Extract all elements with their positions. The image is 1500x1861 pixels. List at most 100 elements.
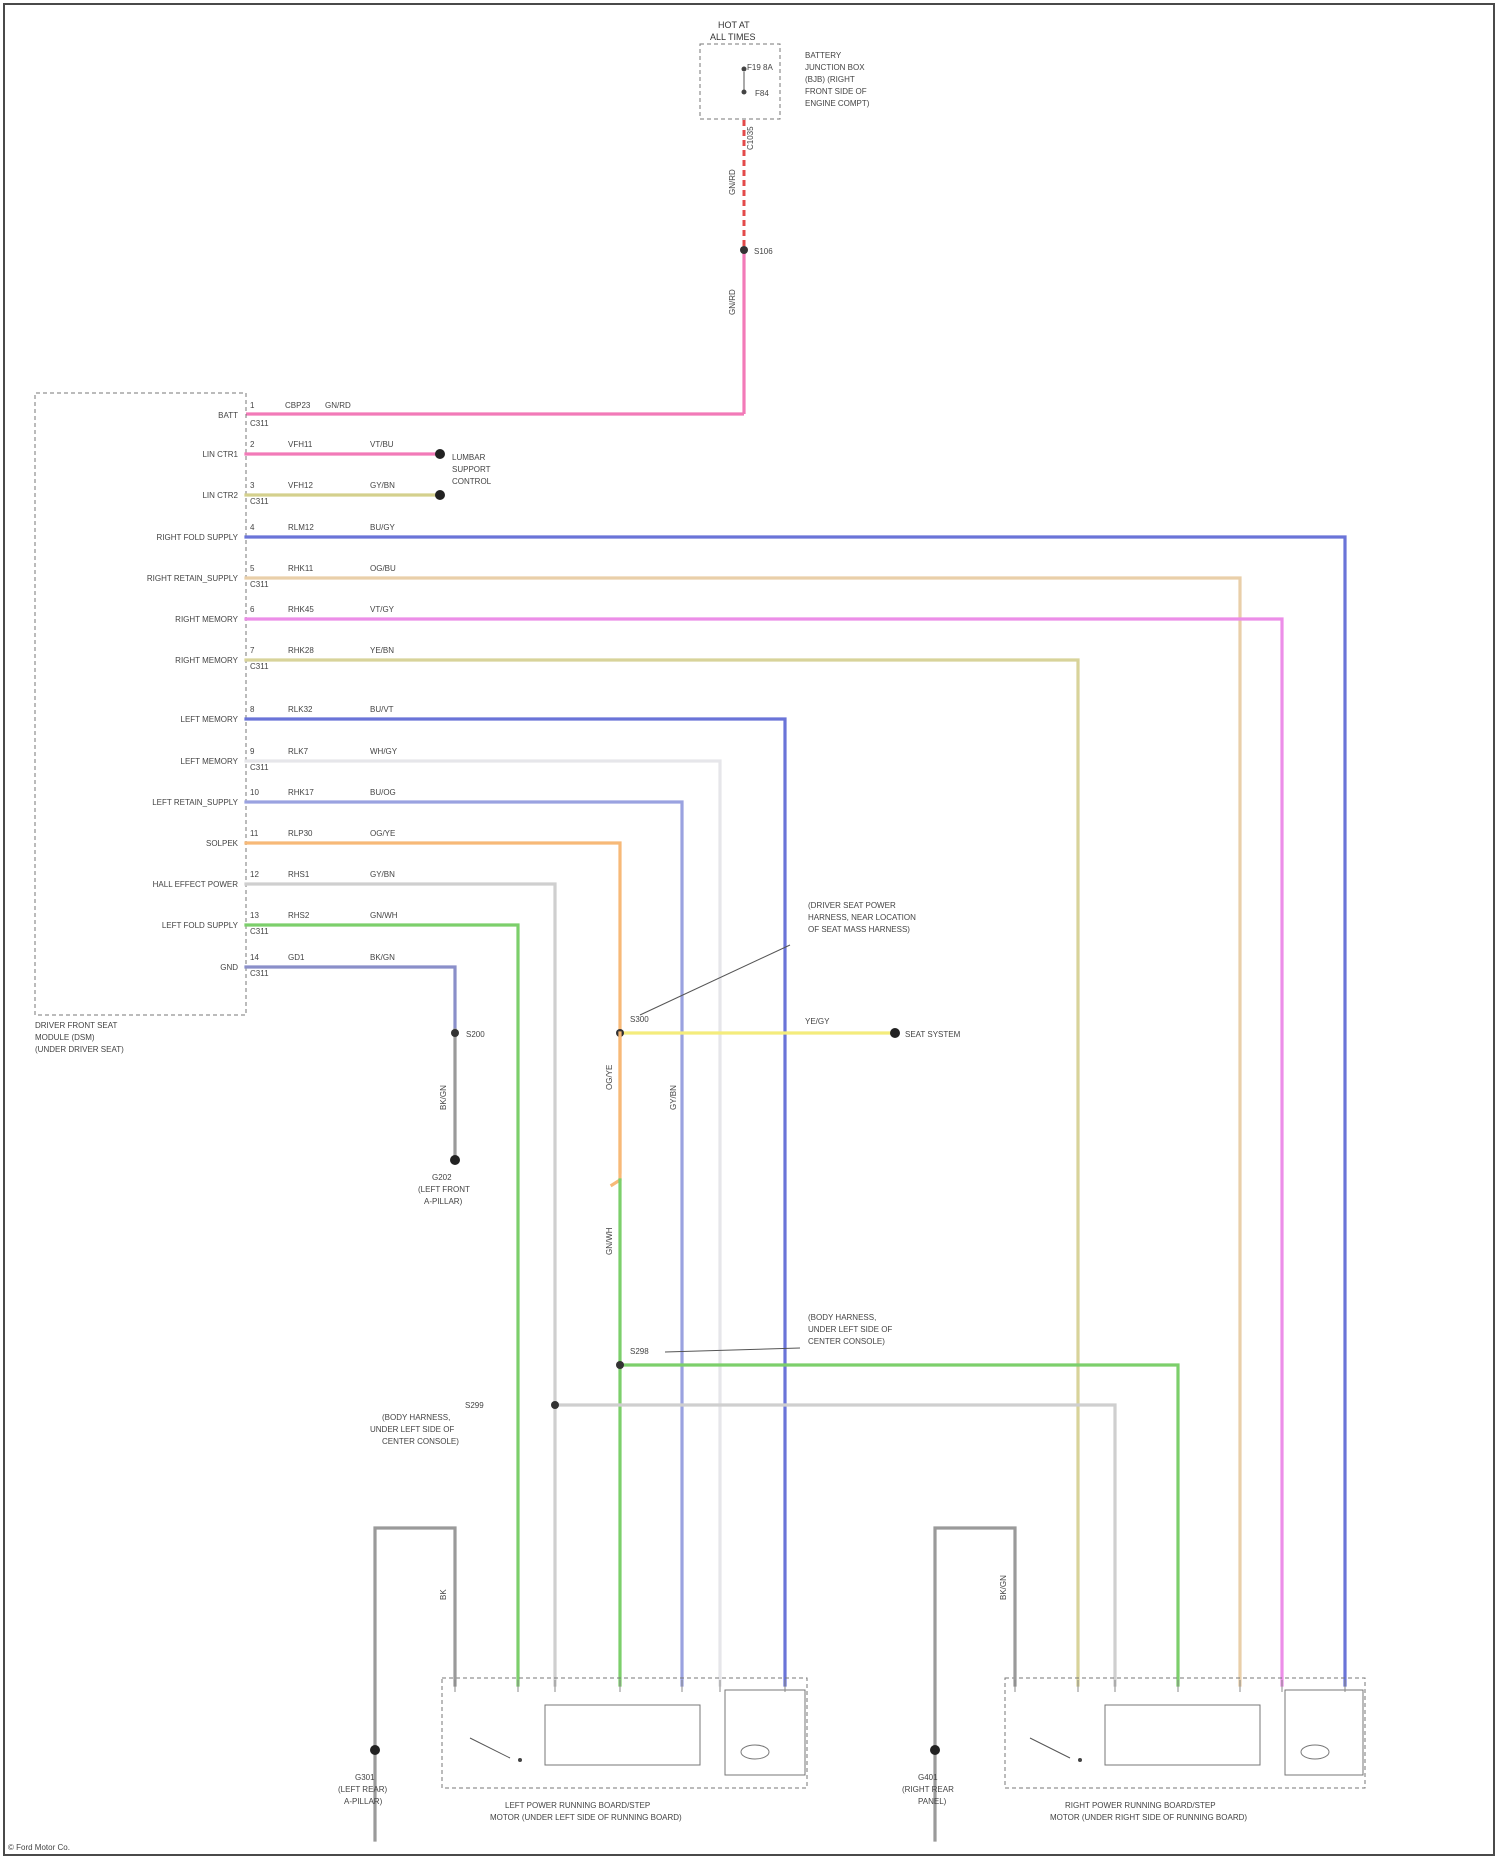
pin-connector: C311 [250,580,269,589]
pin-circuit: RHS1 [288,870,310,879]
g202-label-0: G202 [432,1173,452,1182]
right-ground-label-0: G401 [918,1773,938,1782]
pin-name: BATT [218,411,238,420]
left-running-board-motor: BK G301 (LEFT REAR) A-PILLAR) LEFT POWER… [338,1528,807,1840]
hall-wire-color: GY/BN [669,1085,678,1110]
pin-number: 8 [250,705,255,714]
s300-down-color: GN/WH [605,1227,614,1255]
pin-name: RIGHT RETAIN_SUPPLY [147,574,239,583]
bjb-desc-4: ENGINE COMPT) [805,99,870,108]
pin-color: GY/BN [370,870,395,879]
fuse-wire-color: GN/RD [728,169,737,195]
pin-name: LEFT MEMORY [181,715,239,724]
pin-color: YE/BN [370,646,394,655]
pin-circuit: VFH11 [288,440,313,449]
pin1-color: GN/RD [325,401,351,410]
yellow-wire-label: YE/GY [805,1017,830,1026]
fuse-terminal-top [742,67,747,72]
pin-name: RIGHT FOLD SUPPLY [157,533,239,542]
fuse-hot-label-2: ALL TIMES [710,32,756,42]
battery-feed-wire: C1035 GN/RD S106 GN/RD [246,120,773,414]
pin-number: 10 [250,788,259,797]
battery-junction-box: HOT AT ALL TIMES F19 8A F84 BATTERY JUNC… [700,20,870,119]
splice-s299 [551,1401,559,1409]
footer-copyright: © Ford Motor Co. [8,1843,70,1852]
pin-circuit: RHK11 [288,564,314,573]
pin-number: 4 [250,523,255,532]
left-ground-label-1: (LEFT REAR) [338,1785,388,1794]
right-running-board-motor: BK/GN G401 (RIGHT REAR PANEL) RIGHT POWE… [902,1528,1365,1840]
lumbar-label-2: CONTROL [452,477,492,486]
callout-s298-1: UNDER LEFT SIDE OF [808,1325,892,1334]
left-motor-label-1: MOTOR (UNDER LEFT SIDE OF RUNNING BOARD) [490,1813,682,1822]
pin-color: WH/GY [370,747,398,756]
seat-system-connector [890,1028,900,1038]
pin-circuit: RLP30 [288,829,313,838]
pin-circuit: RLK7 [288,747,309,756]
splice-s298-label: S298 [630,1347,649,1356]
pin-connector: C311 [250,927,269,936]
fuse-id-label: F84 [755,89,769,98]
pin-number: 3 [250,481,255,490]
right-ground-label-1: (RIGHT REAR [902,1785,954,1794]
ground-icon [450,1155,460,1165]
left-ground-label-0: G301 [355,1773,375,1782]
pin-color: BU/OG [370,788,396,797]
pin-color: BU/GY [370,523,396,532]
pin-row: RIGHT FOLD SUPPLY 4 RLM12 BU/GY [157,523,396,542]
pin-row: RIGHT MEMORY 6 RHK45 VT/GY [175,605,394,624]
pin-circuit: RHK17 [288,788,314,797]
splice-s200-label: S200 [466,1030,485,1039]
pin-color: BU/VT [370,705,394,714]
pin-circuit: CBP23 [285,401,311,410]
ground-icon [370,1745,380,1755]
pin-number: 1 [250,401,255,410]
fuse-wire-label: C1035 [746,126,755,150]
pin-row: SOLPEK 11 RLP30 OG/YE [206,829,395,848]
splice-s106-label: S106 [754,247,773,256]
pin-name: LIN CTR1 [202,450,238,459]
pin-name: HALL EFFECT POWER [153,880,239,889]
splice-s300-group: S300 (DRIVER SEAT POWER HARNESS, NEAR LO… [605,901,961,1255]
module-label-2: (UNDER DRIVER SEAT) [35,1045,124,1054]
splice-s299-group: S299 (BODY HARNESS, UNDER LEFT SIDE OF C… [370,1401,1115,1685]
pin-number: 9 [250,747,255,756]
pin-circuit: RHS2 [288,911,310,920]
left-motor-label-0: LEFT POWER RUNNING BOARD/STEP [505,1801,650,1810]
pin-color: OG/BU [370,564,396,573]
pin-name: RIGHT MEMORY [175,656,238,665]
ground-icon [930,1745,940,1755]
bjb-desc-3: FRONT SIDE OF [805,87,867,96]
module-label-1: MODULE (DSM) [35,1033,95,1042]
pin-color: BK/GN [370,953,395,962]
pin-number: 6 [250,605,255,614]
lumbar-label-1: SUPPORT [452,465,491,474]
pin-name: LEFT RETAIN_SUPPLY [152,798,238,807]
right-ground-label-2: PANEL) [918,1797,947,1806]
pin-number: 13 [250,911,259,920]
pin-name: RIGHT MEMORY [175,615,238,624]
pin-row: LIN CTR1 2 VFH11 VT/BU [202,440,393,459]
callout-s300-1: HARNESS, NEAR LOCATION [808,913,916,922]
right-motor-label-1: MOTOR (UNDER RIGHT SIDE OF RUNNING BOARD… [1050,1813,1247,1822]
pin-circuit: RHK45 [288,605,314,614]
pin-number: 12 [250,870,259,879]
feed-wire-color: GN/RD [728,289,737,315]
splice-s298-group: S298 (BODY HARNESS, UNDER LEFT SIDE OF C… [616,1180,1178,1685]
g202-label-1: (LEFT FRONT [418,1185,470,1194]
pin-circuit: VFH12 [288,481,313,490]
pin-row: HALL EFFECT POWER 12 RHS1 GY/BN [153,870,395,889]
splice-s300-label: S300 [630,1015,649,1024]
module-label-0: DRIVER FRONT SEAT [35,1021,117,1030]
callout-s299-1: UNDER LEFT SIDE OF [370,1425,454,1434]
pin-circuit: GD1 [288,953,305,962]
pin-color: GN/WH [370,911,398,920]
pin-connector: C311 [250,969,269,978]
left-ground-wire: BK [439,1589,448,1600]
splice-s298 [616,1361,624,1369]
pin-number: 7 [250,646,255,655]
pin-color: OG/YE [370,829,395,838]
pin-row: LEFT MEMORY 8 RLK32 BU/VT [181,705,394,724]
lumbar-label-0: LUMBAR [452,453,486,462]
